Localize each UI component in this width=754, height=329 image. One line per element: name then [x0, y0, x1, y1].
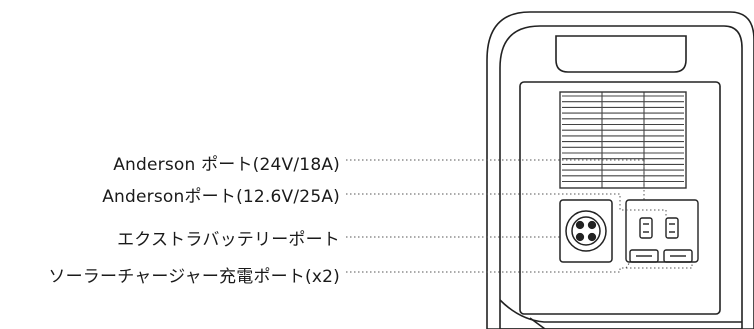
- leader-anderson-24v: [346, 159, 645, 200]
- leader-solar-charger: [346, 262, 693, 273]
- device-inner-shell: [499, 25, 743, 329]
- device-base: [499, 299, 742, 323]
- label-extra-battery-port: エクストラバッテリーポート: [117, 230, 340, 250]
- device-handle: [555, 35, 687, 73]
- extra-battery-port: [559, 199, 613, 263]
- leader-lines: [346, 159, 693, 273]
- label-anderson-12v: Andersonポート(12.6V/25A): [102, 187, 340, 207]
- leader-anderson-12v: [346, 193, 667, 218]
- anderson-port-panel: [625, 199, 699, 263]
- vent-grille: [559, 91, 687, 189]
- rear-panel: [519, 81, 721, 315]
- label-anderson-24v: Anderson ポート(24V/18A): [113, 155, 340, 175]
- device-outer-shell: [486, 11, 754, 329]
- callout-labels: Anderson ポート(24V/18A) Andersonポート(12.6V/…: [0, 0, 340, 329]
- solar-charger-ports: [629, 249, 693, 263]
- label-solar-charger-port: ソーラーチャージャー充電ポート(x2): [48, 267, 340, 287]
